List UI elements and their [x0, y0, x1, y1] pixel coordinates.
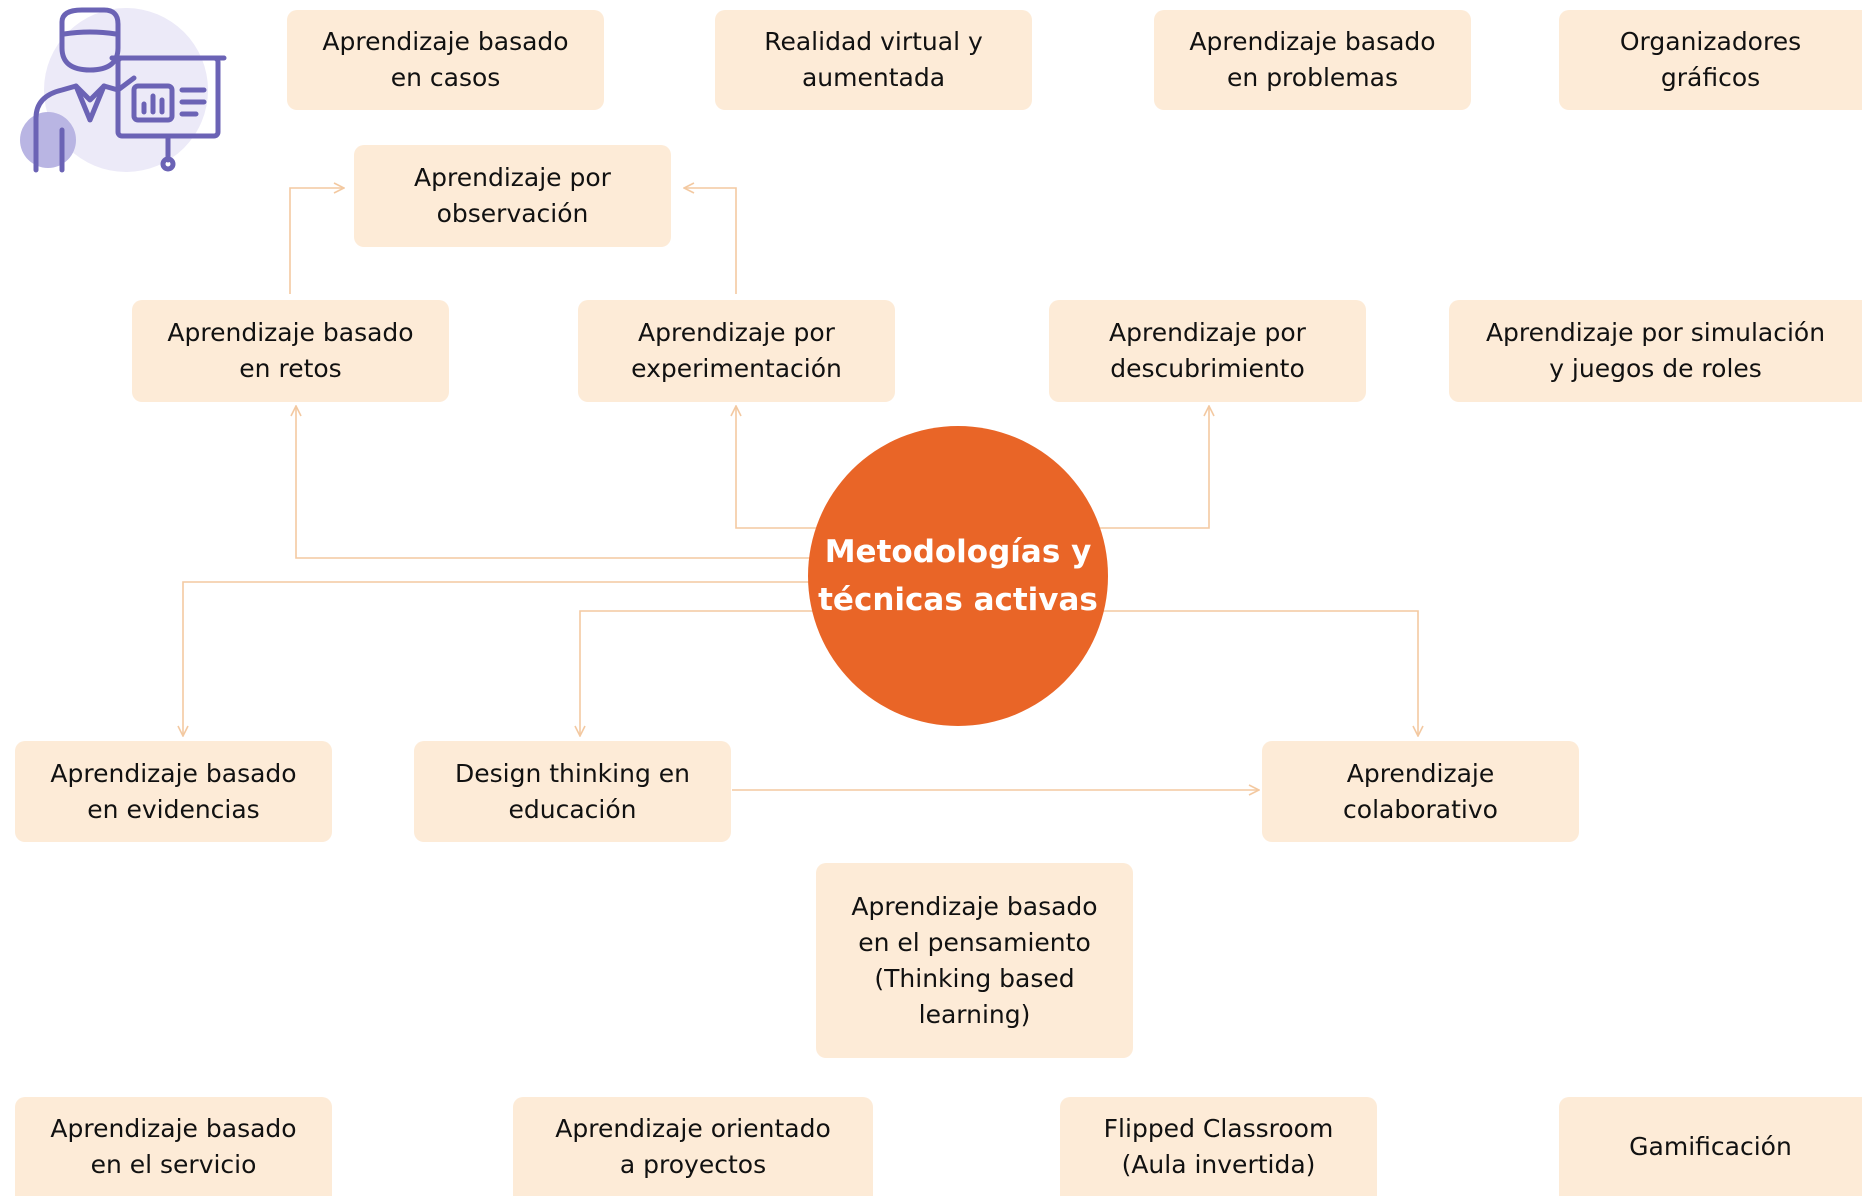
- node-aprendizaje-basado-en-el-pensamiento: Aprendizaje basado en el pensamiento (Th…: [816, 863, 1133, 1058]
- central-topic-circle: Metodologías y técnicas activas: [808, 426, 1108, 726]
- connector-center-to-colaborativo: [1100, 610, 1418, 736]
- connector-retos-to-observacion: [289, 188, 344, 294]
- connector-center-to-experimentacion: [736, 406, 830, 529]
- connector-center-to-evidencias: [183, 581, 815, 736]
- connector-center-to-design: [580, 610, 815, 736]
- presenter-chart-icon: [20, 7, 227, 173]
- node-aprendizaje-por-experimentacion: Aprendizaje por experimentación: [578, 300, 895, 402]
- node-aprendizaje-orientado-a-proyectos: Aprendizaje orientado a proyectos: [513, 1097, 873, 1196]
- node-flipped-classroom: Flipped Classroom (Aula invertida): [1060, 1097, 1377, 1196]
- node-aprendizaje-basado-en-el-servicio: Aprendizaje basado en el servicio: [15, 1097, 332, 1196]
- node-realidad-virtual-y-aumentada: Realidad virtual y aumentada: [715, 10, 1032, 110]
- node-aprendizaje-basado-en-problemas: Aprendizaje basado en problemas: [1154, 10, 1471, 110]
- node-design-thinking-en-educacion: Design thinking en educación: [414, 741, 731, 842]
- connector-experimentacion-to-observacion: [684, 188, 737, 294]
- connector-center-to-retos: [296, 406, 820, 559]
- node-aprendizaje-basado-en-retos: Aprendizaje basado en retos: [132, 300, 449, 402]
- node-aprendizaje-colaborativo: Aprendizaje colaborativo: [1262, 741, 1579, 842]
- node-organizadores-graficos: Organizadores gráficos: [1559, 10, 1862, 110]
- node-aprendizaje-por-simulacion: Aprendizaje por simulación y juegos de r…: [1449, 300, 1862, 402]
- node-aprendizaje-por-descubrimiento: Aprendizaje por descubrimiento: [1049, 300, 1366, 402]
- node-aprendizaje-basado-en-evidencias: Aprendizaje basado en evidencias: [15, 741, 332, 842]
- node-gamificacion: Gamificación: [1559, 1097, 1862, 1196]
- node-aprendizaje-por-observacion: Aprendizaje por observación: [354, 145, 671, 247]
- connector-center-to-descubrimiento: [1100, 406, 1209, 529]
- node-aprendizaje-basado-en-casos: Aprendizaje basado en casos: [287, 10, 604, 110]
